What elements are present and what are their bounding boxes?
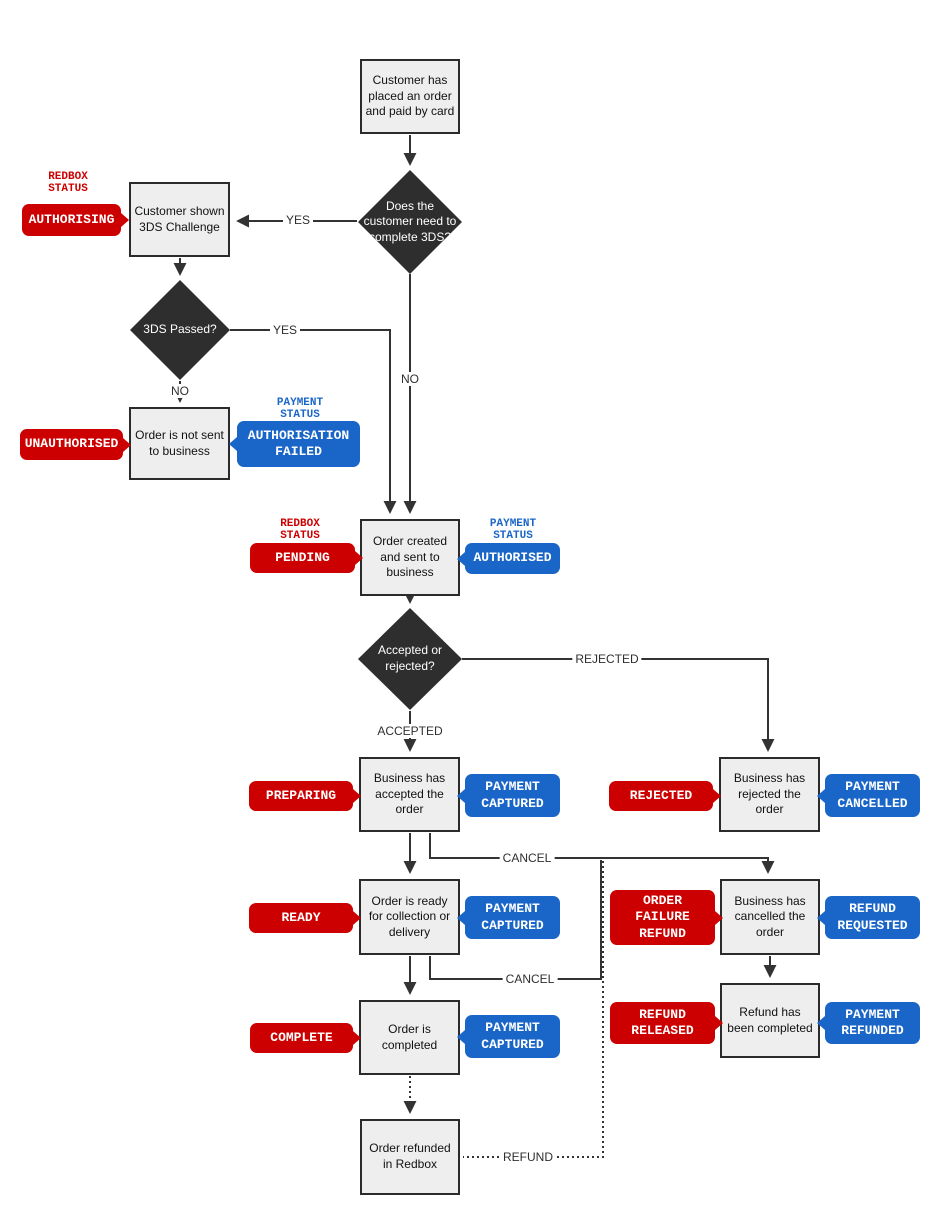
header-payment-status: PAYMENT STATUS (276, 397, 324, 422)
node-order-ready: Order is ready for collection or deliver… (359, 879, 460, 955)
badge-authorising: AUTHORISING (22, 204, 129, 236)
badge-payment-cancelled: PAYMENT CANCELLED (817, 774, 920, 817)
edge-label-cancel: CANCEL (499, 851, 555, 865)
header-redbox-status: REDBOX STATUS (280, 518, 320, 543)
node-order-created: Order created and sent to business (360, 519, 460, 596)
badge-preparing: PREPARING (249, 781, 361, 811)
badge-unauthorised: UNAUTHORISED (20, 429, 131, 460)
node-refund-completed: Refund has been completed (720, 983, 820, 1058)
node-business-accepted: Business has accepted the order (359, 757, 460, 832)
badge-rejected: REJECTED (609, 781, 721, 811)
node-order-not-sent: Order is not sent to business (129, 407, 230, 480)
edge-label-rejected: REJECTED (572, 652, 642, 666)
edge-label-refund: REFUND (500, 1150, 556, 1164)
decision-label: Accepted or rejected? (377, 643, 443, 673)
node-business-cancelled: Business has cancelled the order (720, 879, 820, 955)
node-order-refunded: Order refunded in Redbox (360, 1119, 460, 1195)
decision-label: Does the customer need to complete 3DS? (363, 198, 457, 244)
node-customer-shown-3ds: Customer shown 3DS Challenge (129, 182, 230, 257)
edge-label-no: NO (168, 384, 192, 398)
badge-complete: COMPLETE (250, 1023, 361, 1053)
node-customer-placed-order: Customer has placed an order and paid by… (360, 59, 460, 134)
badge-payment-captured: PAYMENT CAPTURED (457, 896, 560, 939)
decision-need-3ds: Does the customer need to complete 3DS? (358, 170, 462, 274)
badge-ready: READY (249, 903, 361, 933)
badge-payment-captured: PAYMENT CAPTURED (457, 1015, 560, 1058)
badge-pending: PENDING (250, 543, 363, 573)
edge-label-yes: YES (269, 323, 301, 337)
badge-authorised: AUTHORISED (457, 543, 560, 574)
edge-label-cancel: CANCEL (502, 972, 558, 986)
decision-label: 3DS Passed? (143, 322, 217, 337)
badge-authorisation-failed: AUTHORISATION FAILED (229, 421, 360, 467)
decision-accepted-or-rejected: Accepted or rejected? (358, 608, 462, 710)
badge-refund-released: REFUND RELEASED (610, 1002, 723, 1044)
badge-order-failure-refund: ORDER FAILURE REFUND (610, 890, 723, 945)
edge-label-accepted: ACCEPTED (374, 724, 446, 738)
edge-label-yes: YES (282, 213, 314, 227)
header-payment-status: PAYMENT STATUS (489, 518, 537, 543)
badge-payment-captured: PAYMENT CAPTURED (457, 774, 560, 817)
node-business-rejected: Business has rejected the order (719, 757, 820, 832)
decision-3ds-passed: 3DS Passed? (130, 280, 230, 380)
badge-refund-requested: REFUND REQUESTED (817, 896, 920, 939)
badge-payment-refunded: PAYMENT REFUNDED (817, 1002, 920, 1044)
node-order-completed: Order is completed (359, 1000, 460, 1075)
header-redbox-status: REDBOX STATUS (48, 171, 88, 196)
edge-label-no: NO (398, 372, 422, 386)
